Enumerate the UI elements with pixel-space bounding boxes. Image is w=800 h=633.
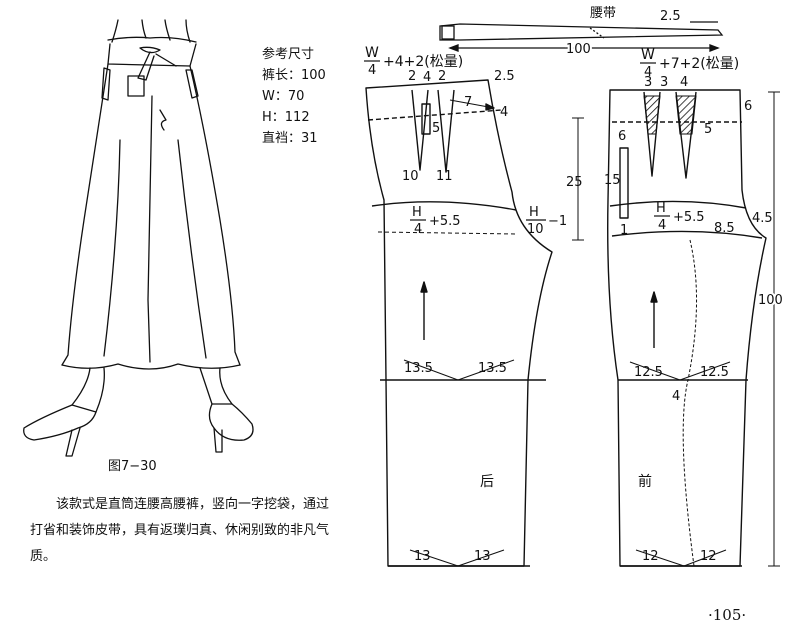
front-hip-formula-h: H: [656, 201, 666, 216]
front-pocket-bottom: 1: [620, 223, 628, 238]
belt-label: 腰带: [590, 6, 616, 21]
back-knee-right: 13.5: [478, 361, 507, 376]
front-dart-width-1: 3: [644, 75, 652, 90]
page-number: ·105·: [708, 606, 747, 624]
spec-waist: W：70: [262, 89, 305, 104]
back-dart-len-2: 11: [436, 169, 453, 184]
back-crotch-den: 10: [527, 222, 544, 237]
front-label: 前: [638, 473, 652, 490]
spec-crotch: 直裆：31: [262, 131, 318, 146]
spec-title: 参考尺寸: [262, 47, 315, 62]
back-pocket-width: 5: [432, 121, 440, 136]
style-description: 该款式是直筒连腰高腰裤，竖向一字挖袋，通过打省和装饰皮带，具有返璞归真、休闲别致…: [30, 497, 330, 564]
back-dart-width-1: 2: [408, 69, 416, 84]
back-label: 后: [480, 474, 494, 490]
front-hem-left: 12: [642, 549, 659, 564]
back-dart-width-3: 2: [438, 69, 446, 84]
back-hem-left: 13: [414, 549, 431, 564]
back-hip-formula-h: H: [412, 205, 422, 220]
back-piece: [365, 79, 553, 567]
front-piece: [607, 89, 767, 567]
back-side-drop: 4: [500, 105, 508, 120]
belt-length: 100: [566, 42, 591, 57]
front-pocket-length: 15: [604, 173, 621, 188]
back-waist-formula-den: 4: [368, 63, 376, 78]
back-waist-formula-w: W: [365, 45, 379, 61]
front-crotch-ext-1: 8.5: [714, 221, 735, 236]
total-length: 100: [758, 293, 783, 308]
front-waist-formula-den: 4: [644, 65, 652, 80]
front-waist-formula-rest: +7+2(松量): [659, 56, 739, 72]
front-pocket-top: 6: [618, 129, 626, 144]
front-dart-width-3: 4: [680, 75, 688, 90]
back-hip-formula-den: 4: [414, 222, 422, 237]
figure-caption: 图7−30: [108, 459, 157, 474]
front-side-offset: 6: [744, 99, 752, 114]
front-knee-right: 12.5: [700, 365, 729, 380]
front-waist-formula-w: W: [641, 47, 655, 63]
back-knee-left: 13.5: [404, 361, 433, 376]
back-hip-formula-rest: +5.5: [429, 214, 461, 229]
back-crotch-rest: −1: [548, 214, 567, 229]
belt-strip: [439, 21, 724, 52]
back-hem-right: 13: [474, 549, 491, 564]
front-knee-left: 12.5: [634, 365, 663, 380]
belt-width: 2.5: [660, 9, 681, 24]
front-crotch-ext-2: 4.5: [752, 211, 773, 226]
back-crotch-h: H: [529, 205, 539, 220]
rise-dimension: [572, 117, 584, 241]
back-dart-len-1: 10: [402, 169, 419, 184]
back-dart-width-2: 4: [423, 70, 431, 85]
back-waist-formula-rest: +4+2(松量): [383, 54, 463, 70]
rise-depth: 25: [566, 175, 583, 190]
front-hip-formula-den: 4: [658, 218, 666, 233]
front-dart-hatch-2: [675, 95, 697, 135]
front-hip-formula-rest: +5.5: [673, 210, 705, 225]
spec-hip: H：112: [262, 110, 310, 125]
length-dimension: [768, 91, 780, 567]
front-dart-hatch-1: [643, 95, 661, 135]
front-pocket-width: 5: [704, 122, 712, 137]
front-hem-right: 12: [700, 549, 717, 564]
front-dart-width-2: 3: [660, 75, 668, 90]
back-raise: 2.5: [494, 69, 515, 84]
back-pocket-angle: 7: [464, 95, 472, 110]
spec-length: 裤长：100: [262, 68, 326, 83]
fashion-sketch: [23, 19, 254, 457]
front-crease-offset: 4: [672, 389, 680, 404]
